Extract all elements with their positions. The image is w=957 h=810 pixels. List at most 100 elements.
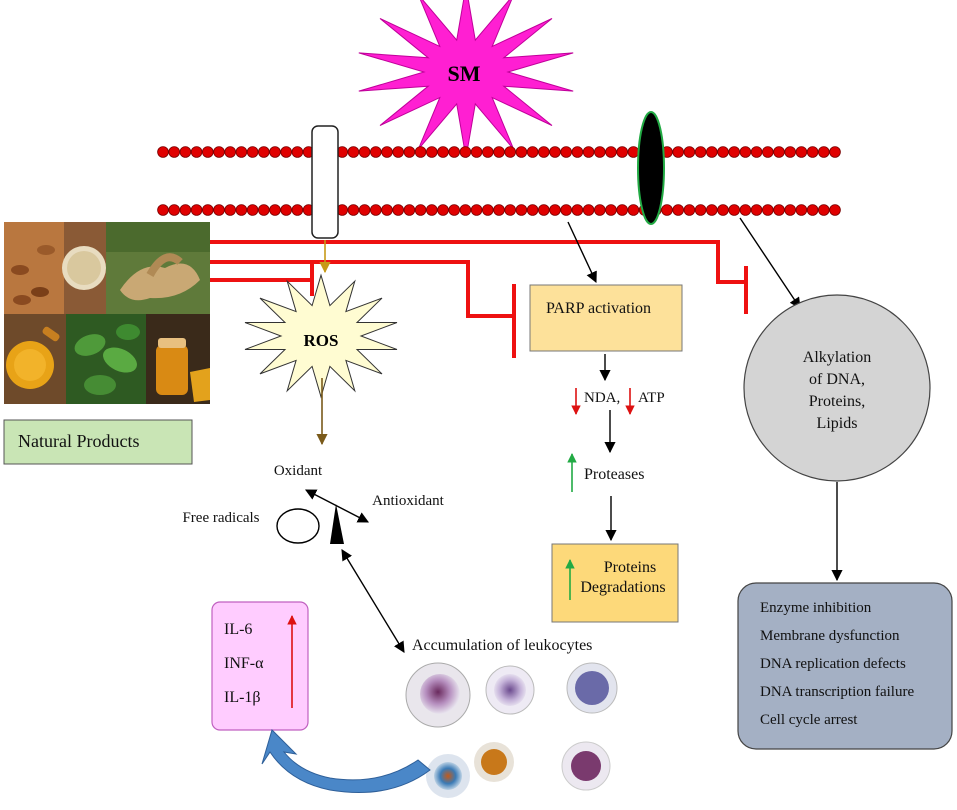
leukocyte-cell-3 — [566, 662, 618, 714]
membrane-bead — [481, 204, 494, 216]
membrane-bead — [403, 204, 416, 216]
membrane-bead — [515, 146, 528, 158]
effect-item-enzyme: Enzyme inhibition — [760, 600, 872, 616]
inhibit-alkylation-line — [210, 240, 744, 284]
membrane-bead — [795, 146, 808, 158]
membrane-bead — [817, 204, 830, 216]
membrane-bead — [157, 146, 169, 158]
membrane-bead — [829, 146, 841, 158]
cytokine-il6: IL-6 — [224, 621, 252, 638]
balance-beam-arrow — [305, 489, 369, 523]
membrane-bead — [202, 146, 214, 158]
ros-label: ROS — [304, 331, 339, 350]
membrane-bead — [627, 204, 640, 216]
membrane-bead — [347, 204, 360, 216]
membrane-bead — [414, 146, 427, 158]
alkylation-label-2: of DNA, — [809, 371, 865, 388]
natural-products-box — [3, 419, 193, 465]
membrane-bead — [280, 204, 293, 216]
membrane-bead — [224, 146, 237, 158]
membrane-bead — [582, 204, 595, 216]
membrane-bead — [806, 146, 819, 158]
membrane-bead — [773, 204, 785, 216]
membrane-bead — [515, 204, 528, 216]
oxidant-label: Oxidant — [274, 463, 323, 479]
membrane-bead — [168, 146, 181, 158]
membrane-bead — [560, 146, 572, 158]
parp-activation-label: PARP activation — [546, 300, 651, 317]
basil-image — [66, 314, 146, 404]
membrane-bead — [202, 204, 214, 216]
cytokines-box — [211, 601, 309, 731]
membrane-bead — [784, 204, 796, 216]
membrane-bead — [392, 146, 405, 158]
cytokine-infa: INF-α — [224, 655, 264, 672]
membrane-bead — [157, 204, 169, 216]
leukocyte-cells — [405, 662, 618, 798]
membrane-bead — [190, 146, 203, 158]
alkylation-label-1: Alkylation — [803, 349, 871, 366]
membrane-bead — [481, 146, 494, 158]
protein-degradation-label-2: Degradations — [580, 579, 665, 596]
membrane-bead — [683, 146, 696, 158]
membrane-bead — [795, 204, 808, 216]
membrane-bead — [369, 146, 382, 158]
membrane-bead — [470, 204, 483, 216]
membrane-bead — [493, 204, 505, 216]
leukocyte-cell-2 — [485, 665, 535, 715]
membrane-bead — [437, 204, 449, 216]
membrane-bead — [728, 146, 740, 158]
membrane-bead — [414, 204, 427, 216]
membrane-bead — [571, 146, 584, 158]
free-radicals-circle — [276, 508, 320, 544]
membrane-channel — [311, 125, 339, 239]
membrane-to-alkylation-arrow — [739, 217, 801, 309]
membrane-bead — [504, 204, 517, 216]
membrane-bead — [179, 204, 192, 216]
antioxidant-label: Antioxidant — [372, 493, 444, 509]
membrane-bead — [257, 204, 270, 216]
membrane-bead — [672, 204, 684, 216]
inhibition-lines — [210, 240, 748, 358]
membrane-bead — [549, 146, 561, 158]
membrane-bead — [448, 204, 461, 216]
inhibit-parp-line — [210, 260, 512, 318]
membrane-bead — [526, 204, 539, 216]
membrane-bead — [369, 204, 382, 216]
membrane-bead — [672, 146, 684, 158]
natural-products-label: Natural Products — [18, 431, 139, 451]
membrane-bead — [739, 146, 752, 158]
membrane-bead — [425, 204, 438, 216]
balance-leukocyte-arrow — [341, 549, 405, 653]
membrane-bead — [582, 146, 595, 158]
turmeric-image — [4, 314, 66, 404]
membrane-bead — [358, 146, 371, 158]
membrane-bead — [347, 146, 360, 158]
membrane-bead — [739, 204, 752, 216]
membrane-bead — [526, 146, 539, 158]
membrane-bead — [269, 204, 281, 216]
balance-fulcrum — [330, 504, 344, 544]
free-radicals-label: Free radicals — [182, 510, 259, 526]
leukocyte-to-cytokine-curved-arrow — [261, 729, 431, 793]
membrane-bead — [728, 204, 740, 216]
leukocyte-cell-1 — [405, 662, 471, 728]
membrane-bead — [190, 204, 203, 216]
membrane-bead — [593, 204, 606, 216]
membrane-bead — [761, 146, 774, 158]
membrane-bead — [560, 204, 572, 216]
membrane-bead — [246, 204, 259, 216]
membrane-bead — [817, 146, 830, 158]
membrane-bead — [257, 146, 270, 158]
membrane-bead — [829, 204, 841, 216]
membrane-bead — [358, 204, 371, 216]
membrane-bead — [750, 146, 763, 158]
protein-degradation-box — [551, 543, 679, 623]
membrane-bead — [504, 146, 517, 158]
membrane-bead — [448, 146, 461, 158]
ros-star-shape — [244, 273, 398, 399]
leukocyte-cell-6 — [561, 741, 611, 791]
membrane-bead — [403, 146, 416, 158]
membrane-bead — [806, 204, 819, 216]
